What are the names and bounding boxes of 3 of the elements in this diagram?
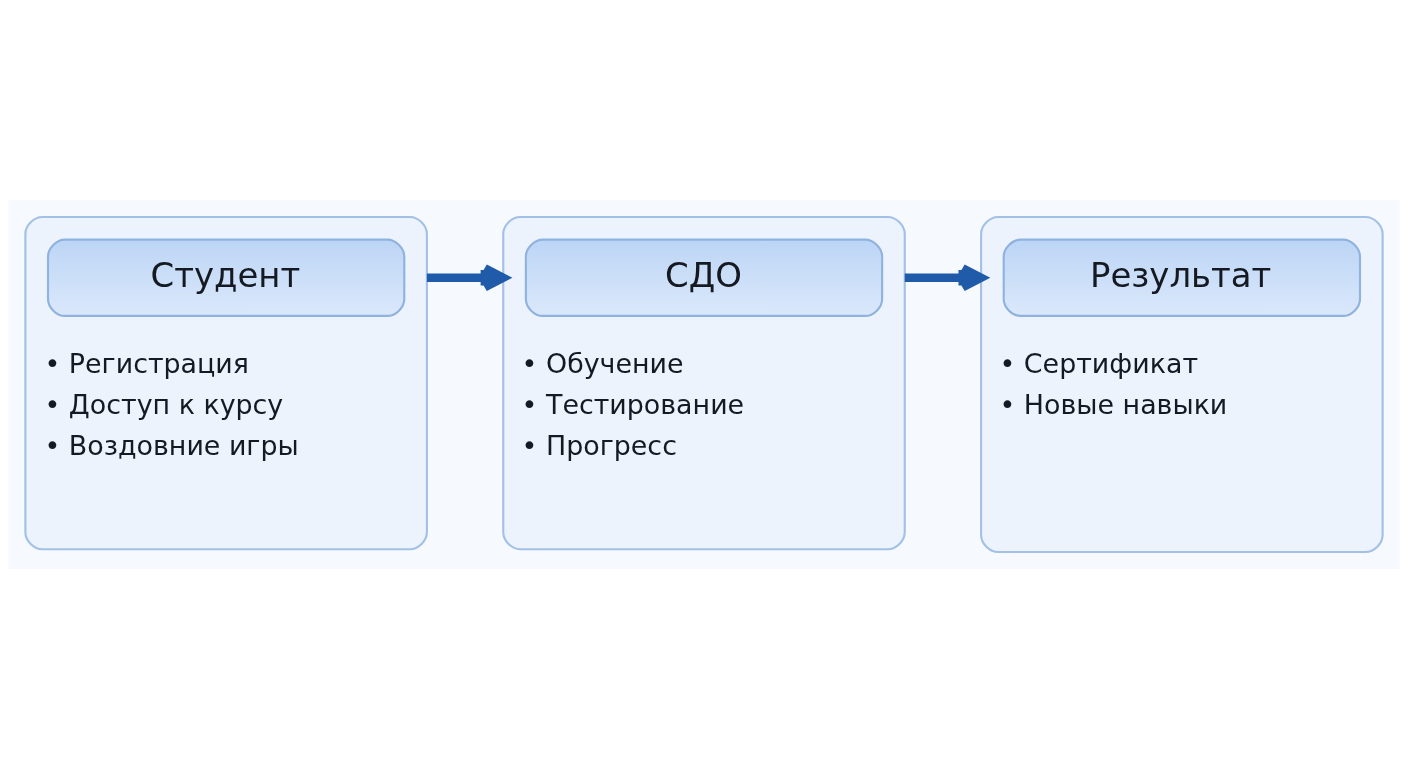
- node-box: Результат: [1002, 238, 1362, 317]
- node-box: СДО: [524, 238, 884, 317]
- node-box: Студент: [46, 238, 406, 317]
